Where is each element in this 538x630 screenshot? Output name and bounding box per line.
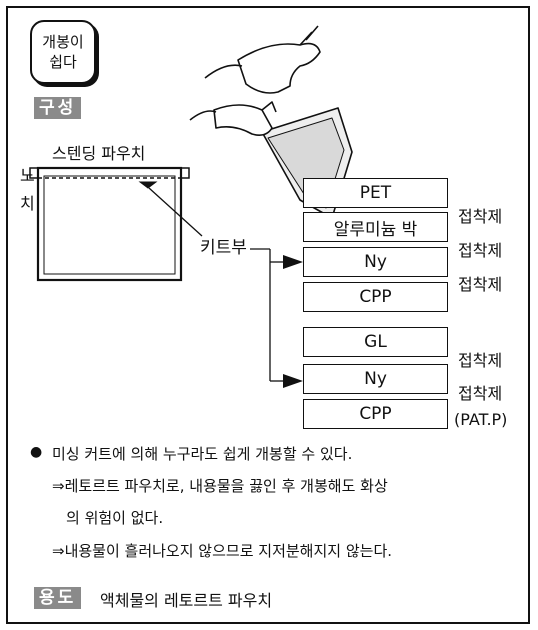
standing-pouch-drawing (29, 166, 190, 282)
stack2-adhesive-1: 접착제 (458, 351, 503, 370)
stack1-layer-pet: PET (303, 178, 448, 208)
stack2-layer-gl: GL (303, 327, 448, 357)
note-sub1-line2: 의 위험이 없다. (66, 509, 164, 527)
stack1-adhesive-1: 접착제 (458, 207, 503, 226)
badge-line2: 쉽다 (49, 53, 77, 71)
note-sub1-line1: ⇒레토르트 파우치로, 내용물을 끓인 후 개봉해도 화상 (52, 477, 388, 495)
stack1-adhesive-2: 접착제 (458, 241, 503, 260)
stack1-layer-cpp: CPP (303, 282, 448, 312)
pouch-label: 스텐딩 파우치 (52, 144, 146, 163)
note-sub2: ⇒내용물이 흘러나오지 않으므로 지저분해지지 않는다. (52, 542, 393, 560)
figure-frame (6, 6, 530, 624)
stack2-adhesive-2: 접착제 (458, 384, 503, 403)
usage-text: 액체물의 레토르트 파우치 (100, 591, 273, 610)
stack1-layer-aluminum: 알루미늄 박 (303, 212, 448, 242)
note-main: 미싱 커트에 의해 누구라도 쉽게 개봉할 수 있다. (52, 445, 353, 463)
notch-label-bottom: 치 (20, 194, 35, 213)
notch-label-top: 노 (20, 166, 35, 185)
easy-open-badge: 개봉이 쉽다 (30, 20, 96, 84)
stack1-adhesive-3: 접착제 (458, 275, 503, 294)
arrow-heads (283, 255, 303, 388)
kit-label: 키트부 (200, 238, 247, 258)
usage-label: 용도 (34, 587, 82, 609)
stack1-layer-ny: Ny (303, 247, 448, 277)
stack2-layer-ny: Ny (303, 364, 448, 394)
stack2-patent: (PAT.P) (454, 410, 508, 429)
badge-line1: 개봉이 (42, 33, 84, 51)
section-label: 구성 (34, 97, 82, 119)
stack2-layer-cpp: CPP (303, 399, 448, 429)
kit-leader-lines (148, 187, 286, 382)
bullet-icon: ● (30, 444, 43, 460)
